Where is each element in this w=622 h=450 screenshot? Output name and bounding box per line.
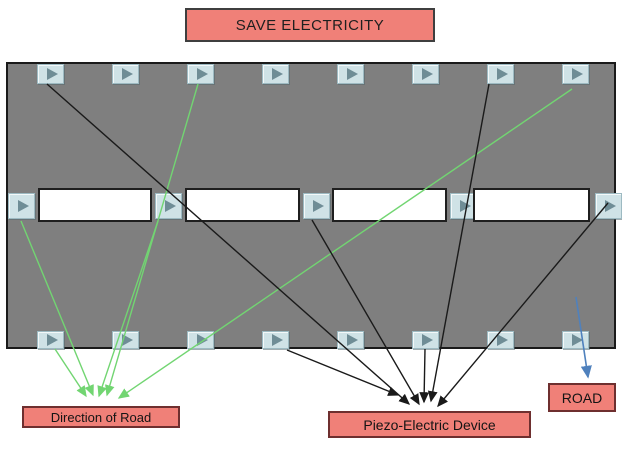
lane-marking [185,188,300,222]
piezo-sensor [8,193,35,219]
play-icon [346,68,358,80]
piezo-sensor [37,331,64,349]
piezo-sensor [412,64,439,84]
play-icon [121,68,133,80]
play-icon [271,334,283,346]
lane-marking [473,188,590,222]
direction-of-road-label: Direction of Road [22,406,180,428]
play-icon [121,334,133,346]
play-icon [604,200,616,212]
black-arrow [286,349,400,396]
play-icon [312,200,324,212]
piezo-sensor [262,331,289,349]
title: SAVE ELECTRICITY [185,8,435,42]
piezo-sensor [303,193,330,219]
play-icon [271,68,283,80]
play-icon [571,68,583,80]
piezo-sensor [155,193,182,219]
piezo-sensor [562,64,589,84]
play-icon [421,68,433,80]
piezo-sensor [562,331,589,349]
road-label: ROAD [548,383,616,412]
green-arrow [54,348,87,398]
piezo-sensor [487,331,514,349]
play-icon [459,200,471,212]
piezo-sensor [412,331,439,349]
black-arrow [419,348,430,404]
lane-marking [38,188,152,222]
piezo-sensor [187,331,214,349]
piezo-sensor [337,64,364,84]
play-icon [571,334,583,346]
play-icon [496,68,508,80]
piezo-sensor [37,64,64,84]
play-icon [196,68,208,80]
piezo-electric-device-label: Piezo-Electric Device [328,411,531,438]
play-icon [46,334,58,346]
piezo-sensor [112,64,139,84]
piezo-sensor [262,64,289,84]
play-icon [164,200,176,212]
play-icon [346,334,358,346]
play-icon [496,334,508,346]
piezo-sensor [112,331,139,349]
play-icon [196,334,208,346]
play-icon [421,334,433,346]
piezo-sensor [337,331,364,349]
play-icon [17,200,29,212]
piezo-sensor [595,193,622,219]
play-icon [46,68,58,80]
piezo-sensor [487,64,514,84]
piezo-sensor [187,64,214,84]
lane-marking [332,188,447,222]
